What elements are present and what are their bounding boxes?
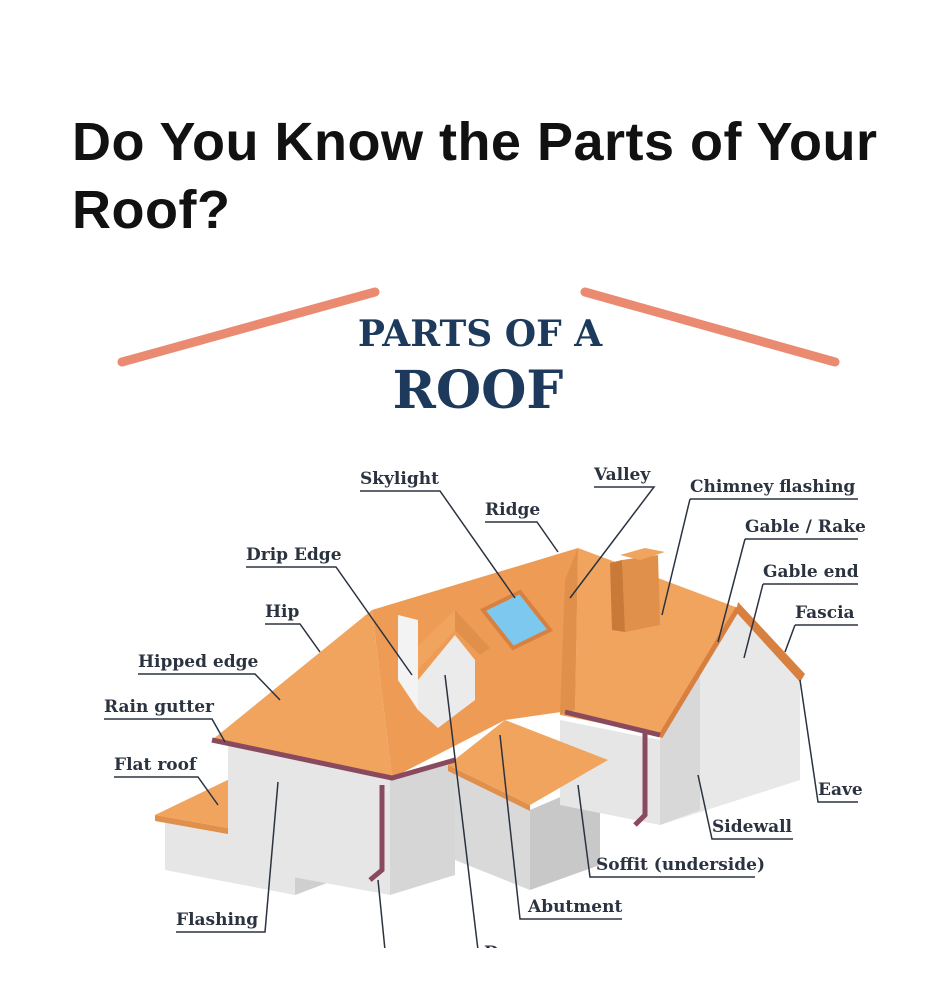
gable-end-shade xyxy=(660,675,700,825)
projection-roof xyxy=(448,720,608,805)
leader-sidewall xyxy=(697,774,793,840)
diagram-heading-line2: ROOF xyxy=(393,360,564,421)
chimney-top xyxy=(620,548,665,560)
label-eave: Eave xyxy=(818,780,863,800)
heading-accent-right xyxy=(580,287,840,367)
diagram-bottom-mask xyxy=(0,948,932,1000)
label-drip-edge: Drip Edge xyxy=(246,545,342,565)
label-valley: Valley xyxy=(593,465,651,485)
rain-gutter-right xyxy=(564,709,661,738)
label-hip: Hip xyxy=(265,602,300,622)
chimney-side xyxy=(610,560,625,632)
skylight-shape xyxy=(479,589,554,651)
rain-gutter-main xyxy=(211,737,456,781)
label-fascia: Fascia xyxy=(795,603,855,623)
right-wing-roof xyxy=(560,548,738,735)
leader-downspout xyxy=(377,879,386,951)
leader-hip xyxy=(265,623,321,653)
label-sidewall: Sidewall xyxy=(712,817,793,837)
roof-diagram: PARTS OF A ROOF xyxy=(0,280,932,1000)
leader-rain-gutter xyxy=(104,718,226,743)
hip-roof-left-face xyxy=(212,610,392,778)
leader-eave xyxy=(799,679,858,803)
label-flashing: Flashing xyxy=(176,910,258,930)
chimney-body xyxy=(622,555,660,632)
main-wall-side xyxy=(390,760,455,895)
leader-flashing xyxy=(176,781,279,933)
label-abutment: Abutment xyxy=(527,897,622,917)
roof-diagram-canvas: PARTS OF A ROOF xyxy=(0,287,932,1000)
leader-skylight xyxy=(360,490,516,599)
downspout-right xyxy=(633,732,648,827)
label-gable-end: Gable end xyxy=(763,562,859,582)
leader-abutment xyxy=(499,734,622,920)
label-chimney-flashing: Chimney flashing xyxy=(690,477,855,497)
leader-soffit xyxy=(577,784,755,878)
leader-dormer xyxy=(444,674,479,951)
label-gable-rake: Gable / Rake xyxy=(745,517,866,537)
dormer-roof-right xyxy=(455,610,490,655)
leader-drip-edge xyxy=(246,566,413,676)
rake-edge xyxy=(657,606,741,739)
dormer-side xyxy=(398,615,418,710)
sidewall-shape xyxy=(560,720,660,825)
leader-ridge xyxy=(485,521,559,553)
diagram-heading-line1: PARTS OF A xyxy=(358,313,603,355)
label-ridge: Ridge xyxy=(485,500,540,520)
label-rain-gutter: Rain gutter xyxy=(104,697,215,717)
leader-flat-roof xyxy=(114,776,219,806)
leader-gable-rake-drop xyxy=(717,538,746,643)
leader-hipped-edge xyxy=(138,673,281,701)
main-wall-front xyxy=(228,745,390,895)
heading-accent-left xyxy=(117,287,380,367)
leader-fascia-drop xyxy=(784,624,796,653)
label-hipped-edge: Hipped edge xyxy=(138,652,259,672)
leader-valley xyxy=(569,486,656,599)
right-wing-roof-shade xyxy=(560,548,578,715)
leader-gable-end-drop xyxy=(743,583,764,659)
label-flat-roof: Flat roof xyxy=(114,755,198,775)
downspout-main xyxy=(368,785,385,882)
label-skylight: Skylight xyxy=(360,469,439,489)
page-title: Do You Know the Parts of Your Roof? xyxy=(72,112,878,240)
projection-roof-edge xyxy=(448,765,530,811)
leader-chimney-flashing-drop xyxy=(661,498,691,616)
label-soffit: Soffit (underside) xyxy=(596,855,765,875)
